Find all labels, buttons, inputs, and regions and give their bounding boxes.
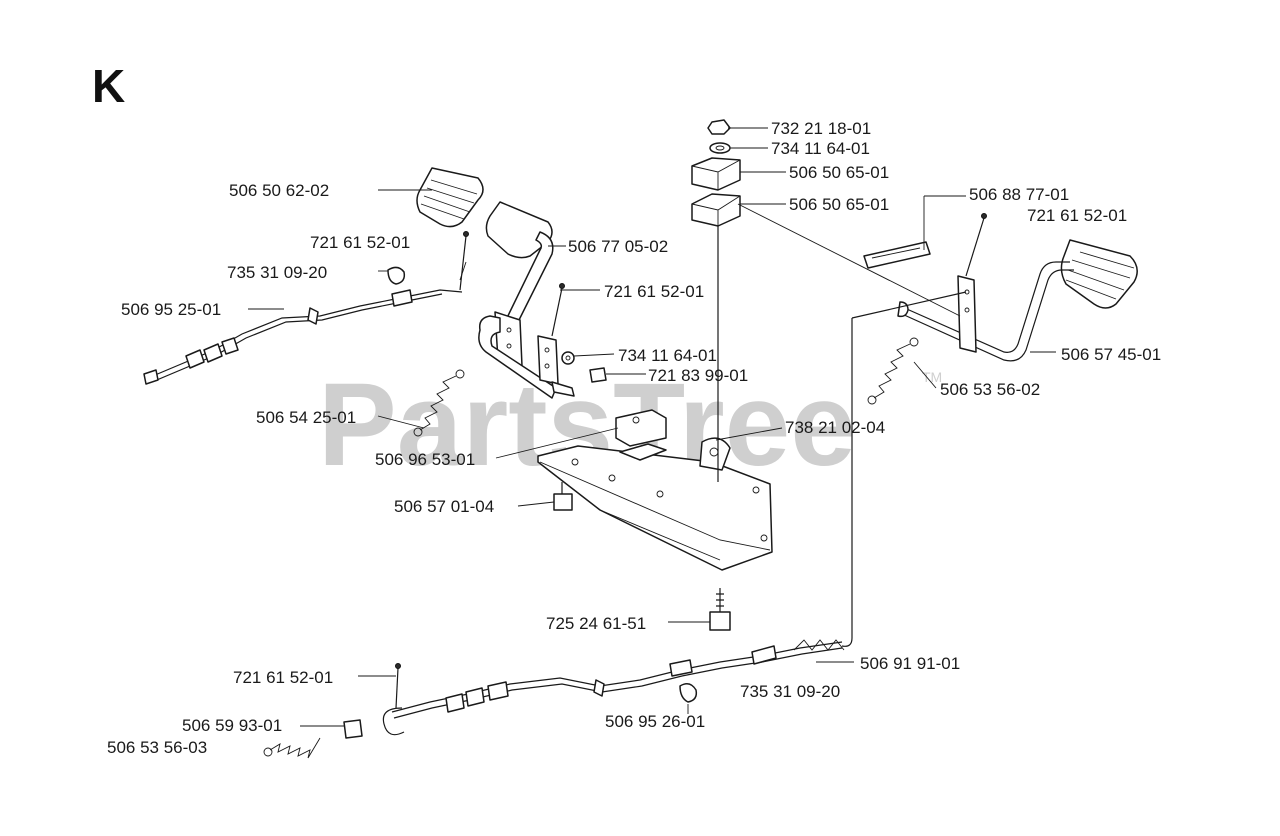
left-pin-2 (551, 283, 565, 337)
bottom-hook (382, 707, 405, 736)
washer-top (709, 142, 731, 154)
label-721-61-52-01-a: 721 61 52-01 (310, 233, 410, 252)
label-734-11-64-01-mid: 734 11 64-01 (618, 346, 717, 365)
label-506-50-65-01-lower: 506 50 65-01 (789, 195, 889, 214)
label-506-96-53-01: 506 96 53-01 (375, 450, 475, 469)
right-pedal-pad (1060, 239, 1138, 309)
label-721-61-52-01-d: 721 61 52-01 (233, 668, 333, 687)
left-pedal-arm (478, 231, 557, 399)
section-letter: K (92, 60, 125, 112)
label-506-95-26-01: 506 95 26-01 (605, 712, 705, 731)
label-506-88-77-01: 506 88 77-01 (969, 185, 1069, 204)
bottom-spring (263, 737, 321, 759)
label-506-50-62-02: 506 50 62-02 (229, 181, 329, 200)
label-506-50-65-01-upper: 506 50 65-01 (789, 163, 889, 182)
label-735-31-09-20-b: 735 31 09-20 (740, 682, 840, 701)
block-lower (691, 193, 741, 227)
right-spacer-plate (863, 241, 931, 269)
bottom-bolt (709, 588, 731, 631)
watermark-tm: TM (922, 369, 942, 385)
bottom-bracket (343, 719, 363, 739)
bottom-cable (391, 639, 845, 719)
label-721-61-52-01-c: 721 61 52-01 (1027, 206, 1127, 225)
label-506-53-56-03: 506 53 56-03 (107, 738, 207, 757)
left-pedal-pad-rear (416, 167, 484, 228)
label-734-11-64-01-top: 734 11 64-01 (771, 139, 870, 158)
washer-small (561, 351, 575, 365)
leader-lines (248, 127, 1056, 727)
label-506-59-93-01: 506 59 93-01 (182, 716, 282, 735)
bottom-pin (395, 663, 401, 709)
left-pin-1 (459, 231, 469, 291)
left-cable (143, 289, 463, 385)
link-rod (841, 291, 967, 647)
right-pedal-arm (897, 261, 1074, 362)
left-pedal-bracket (537, 335, 575, 397)
label-721-83-99-01: 721 83 99-01 (648, 366, 748, 385)
label-738-21-02-04: 738 21 02-04 (785, 418, 885, 437)
left-spring (413, 369, 465, 437)
base-plate (537, 437, 773, 571)
label-735-31-09-20-a: 735 31 09-20 (227, 263, 327, 282)
label-725-24-61-51: 725 24 61-51 (546, 614, 646, 633)
right-pin (965, 213, 987, 277)
block-upper (691, 157, 741, 191)
center-block (615, 409, 667, 447)
right-spring (867, 337, 919, 405)
left-pedal-pad-front (485, 201, 553, 259)
label-506-95-25-01: 506 95 25-01 (121, 300, 221, 319)
right-bracket-plate (957, 275, 977, 353)
label-506-91-91-01: 506 91 91-01 (860, 654, 960, 673)
part-labels: 732 21 18-01 734 11 64-01 506 50 65-01 5… (107, 119, 1161, 757)
label-721-61-52-01-b: 721 61 52-01 (604, 282, 704, 301)
nut-top (707, 119, 731, 135)
label-506-54-25-01: 506 54 25-01 (256, 408, 356, 427)
left-clip (387, 266, 406, 285)
bottom-clip (679, 683, 698, 703)
label-506-53-56-02: 506 53 56-02 (940, 380, 1040, 399)
label-506-77-05-02: 506 77 05-02 (568, 237, 668, 256)
plate-bolt (553, 482, 573, 511)
label-506-57-45-01: 506 57 45-01 (1061, 345, 1161, 364)
label-506-57-01-04: 506 57 01-04 (394, 497, 494, 516)
rivet (589, 367, 607, 383)
label-732-21-18-01: 732 21 18-01 (771, 119, 871, 138)
